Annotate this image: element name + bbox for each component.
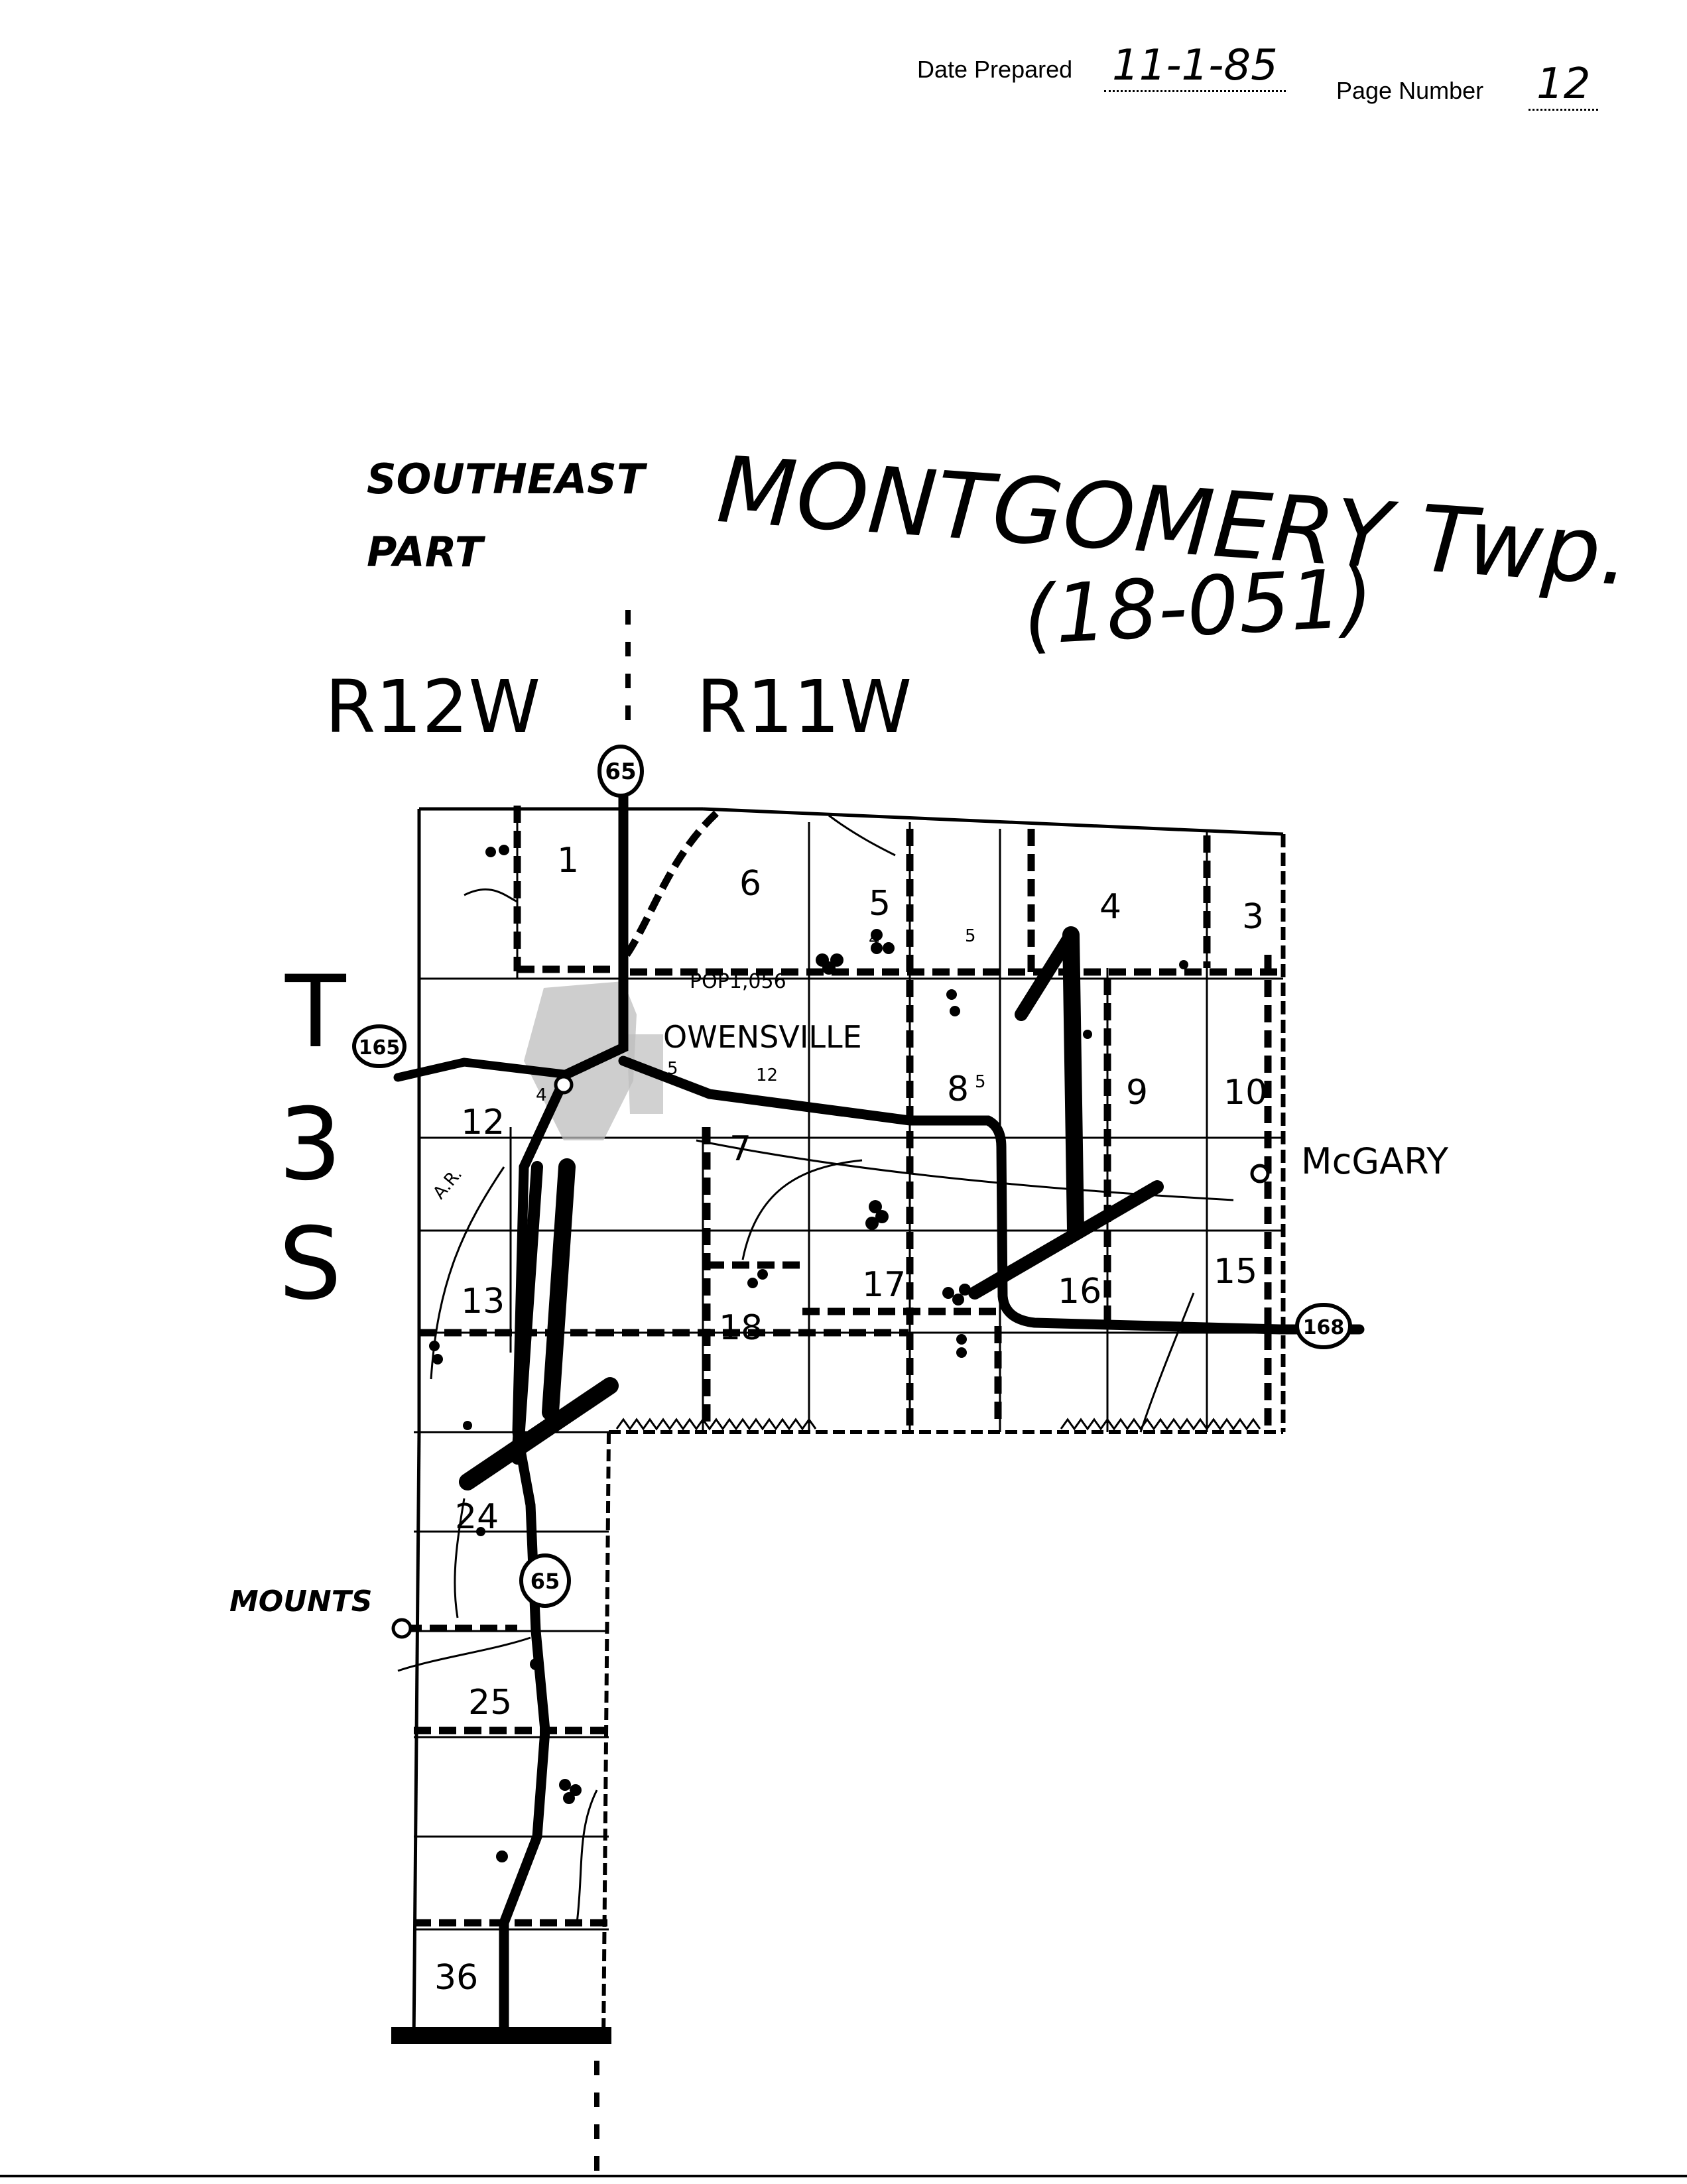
mcgary-label: McGARY bbox=[1301, 1140, 1449, 1182]
date-prepared-label: Date Prepared bbox=[917, 56, 1073, 83]
page-number-value: 12 bbox=[1529, 60, 1599, 111]
svg-text:17: 17 bbox=[862, 1265, 906, 1305]
svg-text:6: 6 bbox=[739, 864, 761, 904]
svg-text:1: 1 bbox=[557, 841, 579, 880]
owensville-marker bbox=[554, 1075, 574, 1095]
svg-text:5: 5 bbox=[869, 884, 891, 924]
svg-text:36: 36 bbox=[434, 1958, 478, 1998]
mcgary-marker bbox=[1250, 1164, 1270, 1183]
state-highways bbox=[393, 770, 1365, 2041]
structure-dots bbox=[429, 845, 1188, 1862]
route-shield-north: 65 bbox=[597, 745, 644, 798]
svg-text:16: 16 bbox=[1058, 1272, 1101, 1311]
svg-text:4: 4 bbox=[1099, 887, 1121, 927]
date-prepared-value: 11-1-85 bbox=[1104, 41, 1286, 92]
svg-text:165: 165 bbox=[359, 1036, 401, 1060]
owensville-label: OWENSVILLE bbox=[663, 1019, 862, 1055]
part-label: SOUTHEAST bbox=[367, 455, 645, 503]
svg-text:15: 15 bbox=[1214, 1252, 1257, 1292]
population-label: POP1,056 bbox=[690, 970, 786, 993]
township-letter-t: T bbox=[285, 955, 346, 1070]
svg-text:65: 65 bbox=[605, 758, 636, 785]
svg-text:5: 5 bbox=[667, 1059, 678, 1079]
svg-text:25: 25 bbox=[468, 1683, 512, 1723]
svg-text:9: 9 bbox=[1126, 1073, 1148, 1113]
svg-text:168: 168 bbox=[1303, 1316, 1345, 1339]
svg-text:18: 18 bbox=[719, 1308, 763, 1348]
county-line-hatch bbox=[615, 1418, 1261, 1431]
svg-text:12: 12 bbox=[461, 1103, 505, 1142]
mounts-label: MOUNTS bbox=[229, 1585, 372, 1618]
svg-text:4: 4 bbox=[869, 930, 880, 949]
part-label-2: PART bbox=[367, 528, 483, 576]
svg-text:65: 65 bbox=[531, 1569, 560, 1594]
svg-text:5: 5 bbox=[965, 926, 976, 946]
range-right-label: R11W bbox=[696, 664, 912, 749]
mounts-marker bbox=[391, 1618, 412, 1639]
small-numbers: 5 4 12 5 4 5 bbox=[536, 926, 986, 1105]
svg-text:3: 3 bbox=[1242, 897, 1264, 937]
railroad-label: A.R. bbox=[429, 1164, 466, 1203]
range-left-label: R12W bbox=[325, 664, 541, 749]
svg-text:24: 24 bbox=[455, 1497, 499, 1537]
svg-text:10: 10 bbox=[1223, 1073, 1267, 1113]
township-number-3: 3 bbox=[279, 1087, 342, 1203]
svg-text:13: 13 bbox=[461, 1282, 505, 1321]
township-letter-s: S bbox=[279, 1207, 342, 1322]
route-shield-west: 165 bbox=[352, 1024, 406, 1068]
county-roads bbox=[405, 806, 1283, 1927]
route-shield-east: 168 bbox=[1295, 1303, 1352, 1349]
page-number-label: Page Number bbox=[1336, 77, 1484, 104]
svg-text:5: 5 bbox=[975, 1072, 986, 1092]
svg-text:8: 8 bbox=[947, 1069, 969, 1109]
svg-text:4: 4 bbox=[536, 1085, 547, 1105]
svg-text:7: 7 bbox=[729, 1129, 751, 1169]
svg-text:12: 12 bbox=[756, 1065, 778, 1085]
route-shield-south: 65 bbox=[519, 1553, 571, 1608]
section-numbers: 1 3 4 5 6 7 8 9 10 12 13 15 16 17 18 24 … bbox=[434, 841, 1267, 1998]
